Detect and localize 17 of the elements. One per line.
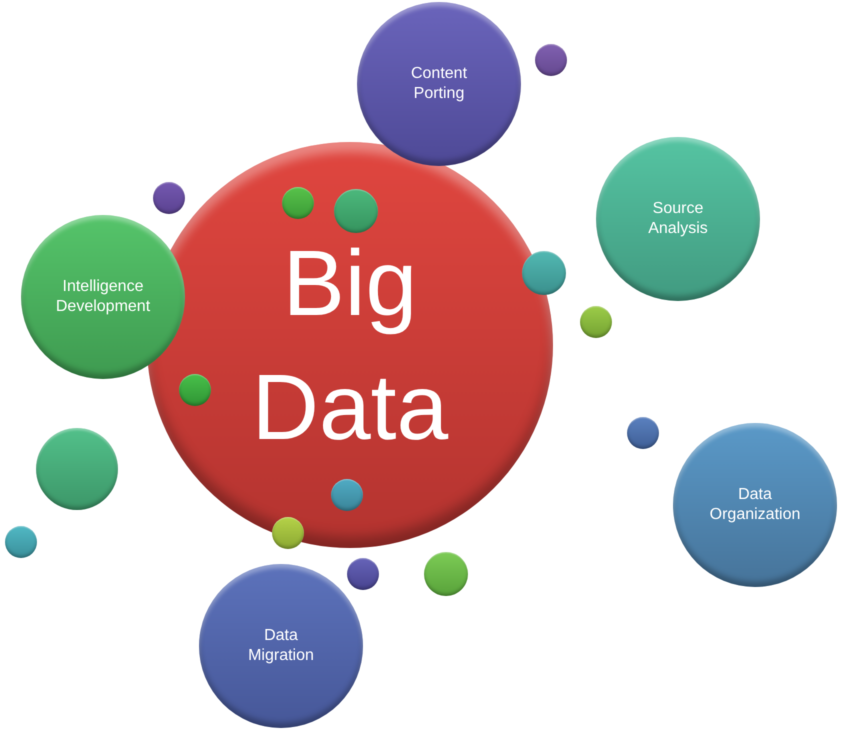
topic-label: Source Analysis (648, 199, 708, 239)
small-bubble (580, 306, 612, 338)
small-bubble (334, 189, 378, 233)
small-bubble (522, 251, 566, 295)
small-bubble (5, 526, 37, 558)
topic-label: Intelligence Development (56, 277, 150, 317)
topic-label: Data Migration (248, 626, 314, 666)
small-bubble (347, 558, 379, 590)
main-title: Big Data (252, 230, 448, 461)
small-bubble (179, 374, 211, 406)
small-bubble (282, 187, 314, 219)
small-bubble (535, 44, 567, 76)
small-bubble (627, 417, 659, 449)
topic-label: Data Organization (710, 485, 800, 525)
small-bubble (424, 552, 468, 596)
topic-label: Content Porting (410, 64, 468, 104)
small-bubble (331, 479, 363, 511)
